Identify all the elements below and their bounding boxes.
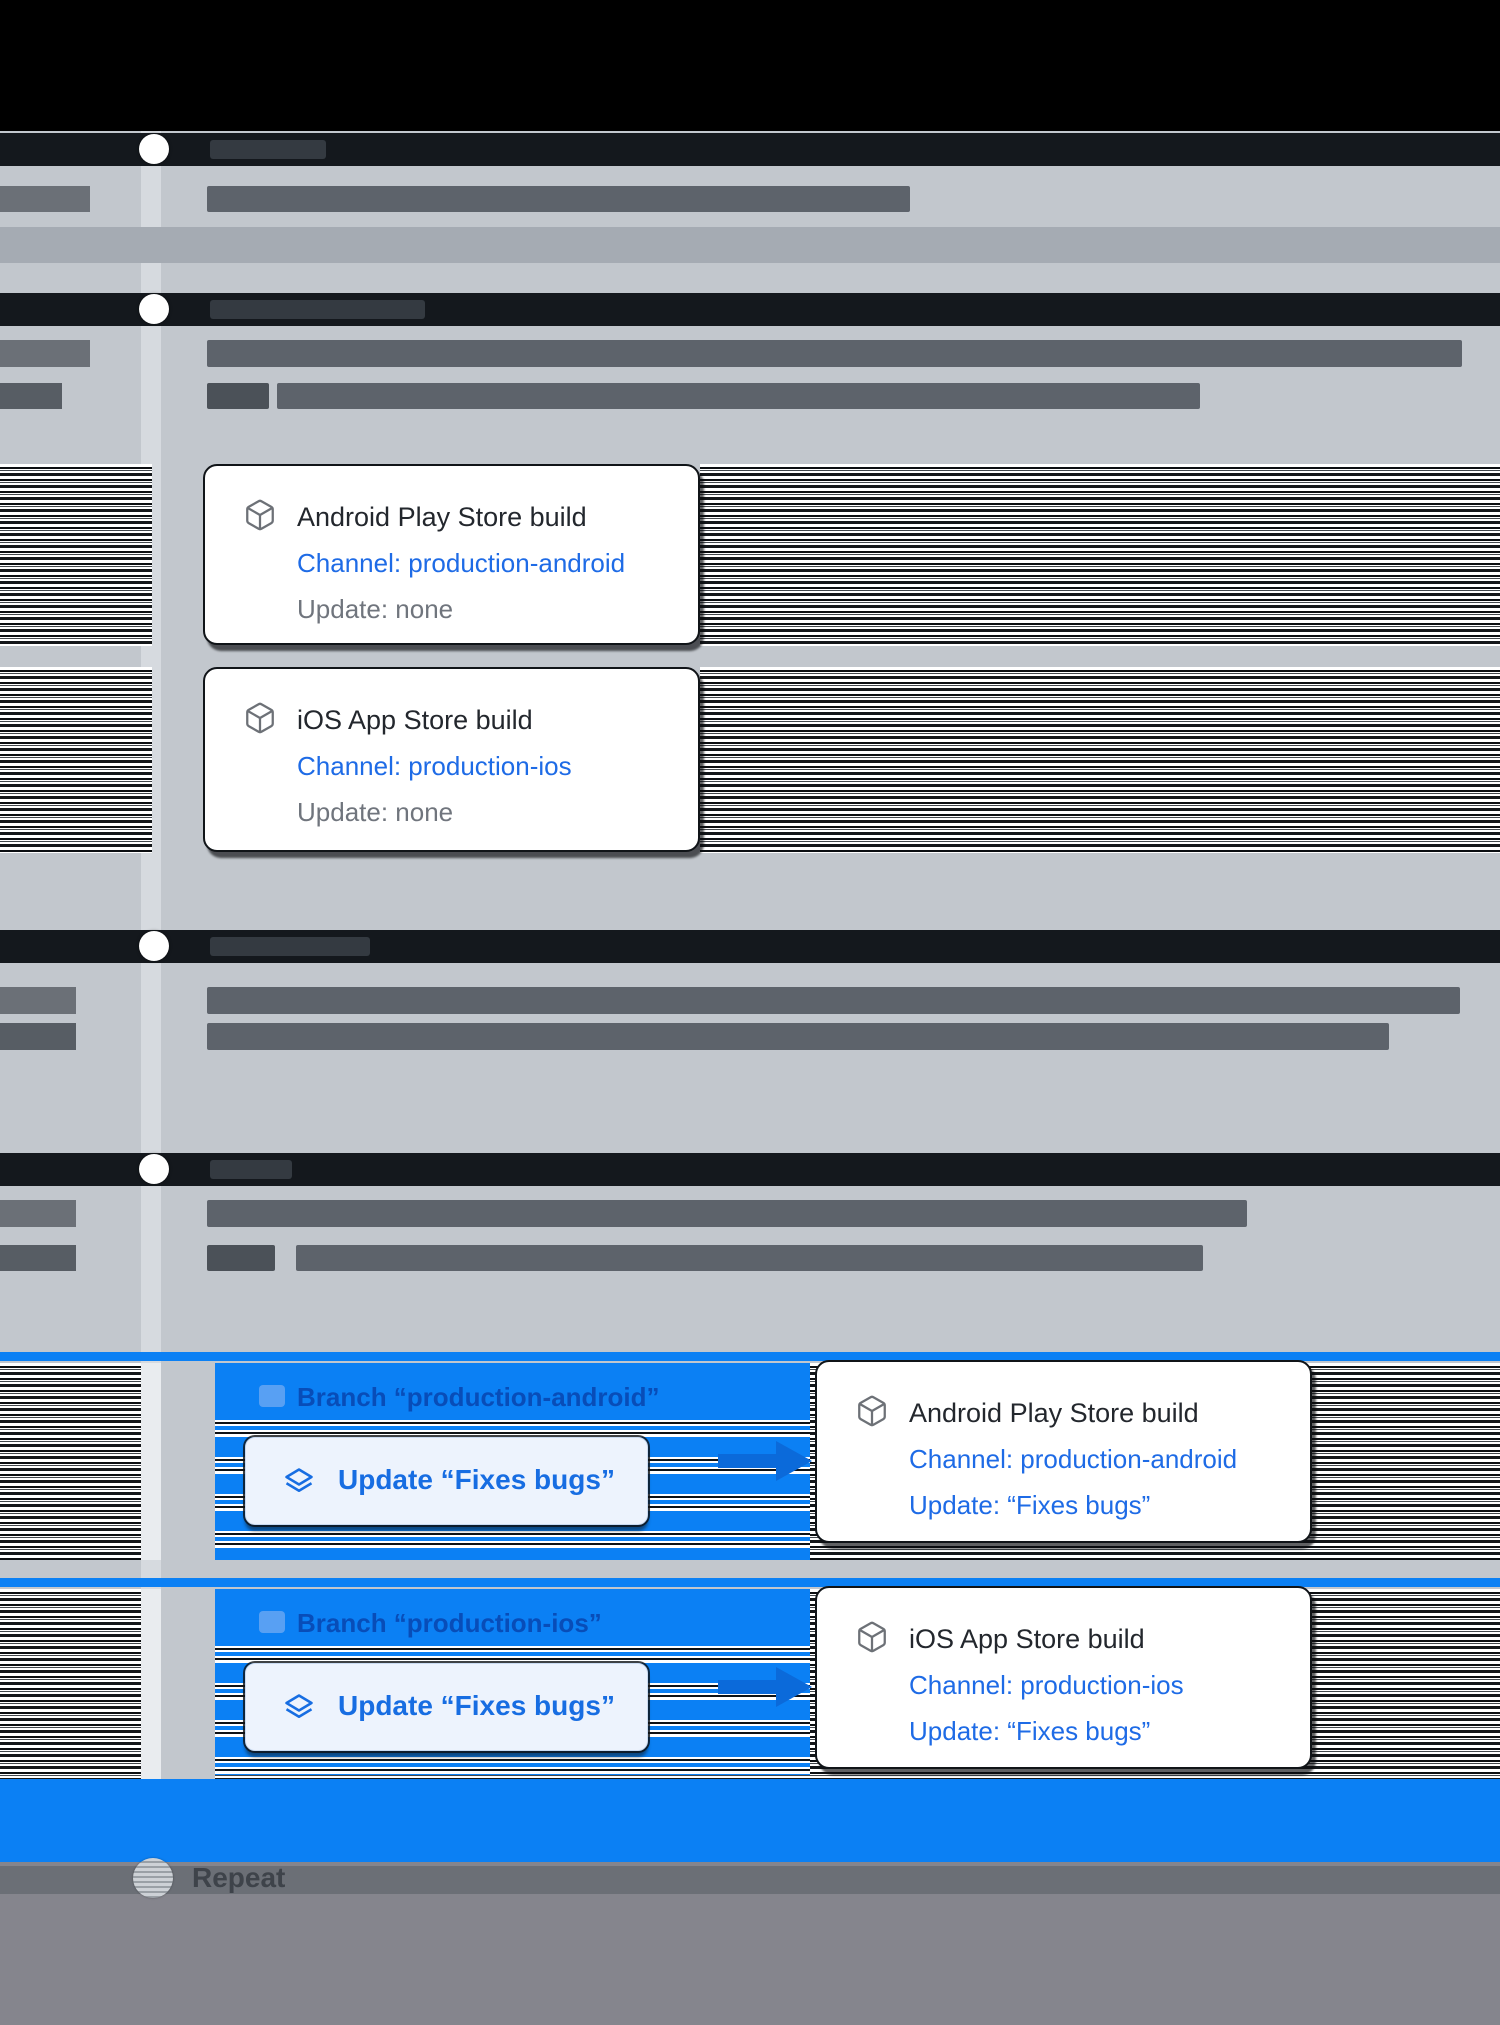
footer-section: Repeat (0, 1858, 1500, 2025)
glitch-band (0, 227, 1500, 263)
step-bullet-3 (139, 931, 169, 961)
branch-icon (259, 1611, 285, 1633)
build-card-title: iOS App Store build (297, 705, 533, 735)
build-card-channel: Channel: production-ios (909, 1670, 1184, 1700)
arrow-right-icon (718, 1441, 812, 1481)
step-bullet-2 (139, 294, 169, 324)
gutter (152, 1363, 215, 1560)
redacted-paragraph (207, 1023, 1389, 1050)
redacted-step-heading-1 (0, 133, 1500, 166)
package-icon (243, 498, 277, 537)
build-card-channel: Channel: production-android (297, 548, 626, 578)
footer-heading: Repeat (192, 1862, 286, 1893)
update-button-label: Update “Fixes bugs” (338, 1690, 615, 1721)
glitch-blue-bar (0, 1578, 1500, 1587)
update-button-android[interactable]: Update “Fixes bugs” (245, 1437, 648, 1525)
update-button-label: Update “Fixes bugs” (338, 1464, 615, 1495)
glitch-scanlines (700, 464, 1500, 646)
top-black-region (0, 0, 1500, 131)
redacted-paragraph (207, 186, 910, 212)
step-timeline-line (141, 1589, 161, 1780)
step-timeline-line (141, 1363, 161, 1560)
sphere-icon (133, 1858, 173, 1898)
build-card-android-none: Android Play Store build Channel: produc… (203, 464, 700, 645)
glitch-scanlines (0, 667, 152, 853)
redacted-paragraph (207, 340, 1462, 367)
package-icon (243, 701, 277, 740)
build-card-title: Android Play Store build (909, 1398, 1199, 1428)
glitch-scanlines (0, 464, 152, 646)
redacted-paragraph (296, 1245, 1203, 1271)
build-card-ios-none: iOS App Store build Channel: production-… (203, 667, 700, 852)
glitch-block (0, 383, 62, 409)
deploy-diagram-ios: Branch “production-ios” Update “Fixes bu… (0, 1578, 1500, 1780)
build-card-update: Update: “Fixes bugs” (909, 1490, 1151, 1520)
build-card-update: Update: “Fixes bugs” (909, 1716, 1151, 1746)
redacted-heading-text (210, 140, 326, 159)
arrow-right-icon (718, 1667, 812, 1707)
layers-icon (284, 1693, 314, 1728)
build-card-update: Update: none (297, 594, 454, 624)
package-icon (855, 1620, 889, 1659)
branch-label-bar: Branch “production-ios” (215, 1607, 810, 1638)
branch-icon (259, 1385, 285, 1407)
redacted-paragraph (207, 987, 1460, 1014)
glitch-scanlines (700, 667, 1500, 853)
step-bullet-1 (139, 134, 169, 164)
glitch-block (0, 987, 76, 1014)
redacted-word (207, 1245, 275, 1271)
redacted-heading-text (210, 300, 425, 319)
package-icon (855, 1394, 889, 1433)
branch-label-bar: Branch “production-android” (215, 1381, 810, 1412)
gutter (152, 1589, 215, 1780)
branch-label: Branch “production-ios” (297, 1608, 602, 1638)
branch-label: Branch “production-android” (297, 1382, 660, 1412)
glitch-block (0, 1245, 76, 1271)
glitch-band (0, 1866, 1500, 1894)
redacted-paragraph (277, 383, 1200, 409)
glitch-block (0, 340, 90, 367)
glitch-block (0, 1200, 76, 1227)
glitch-blue-band (0, 1779, 1500, 1862)
update-button-ios[interactable]: Update “Fixes bugs” (245, 1663, 648, 1751)
glitch-blue-bar (0, 1352, 1500, 1361)
step-bullet-4 (139, 1154, 169, 1184)
build-card-android-fixed: Android Play Store build Channel: produc… (815, 1360, 1312, 1543)
redacted-heading-text (210, 1160, 292, 1179)
build-card-update: Update: none (297, 797, 454, 827)
glitch-block (0, 1023, 76, 1050)
redacted-step-heading-3 (0, 930, 1500, 963)
build-card-channel: Channel: production-android (909, 1444, 1238, 1474)
redacted-word (207, 383, 269, 409)
build-card-ios-fixed: iOS App Store build Channel: production-… (815, 1586, 1312, 1769)
redacted-heading-text (210, 937, 370, 956)
redacted-step-heading-4 (0, 1153, 1500, 1186)
build-card-title: iOS App Store build (909, 1624, 1145, 1654)
glitch-block (0, 186, 90, 212)
layers-icon (284, 1467, 314, 1502)
redacted-paragraph (207, 1200, 1247, 1227)
build-card-channel: Channel: production-ios (297, 751, 572, 781)
build-card-title: Android Play Store build (297, 502, 587, 532)
redacted-step-heading-2 (0, 293, 1500, 326)
deploy-diagram-android: Branch “production-android” Update “Fixe… (0, 1352, 1500, 1563)
